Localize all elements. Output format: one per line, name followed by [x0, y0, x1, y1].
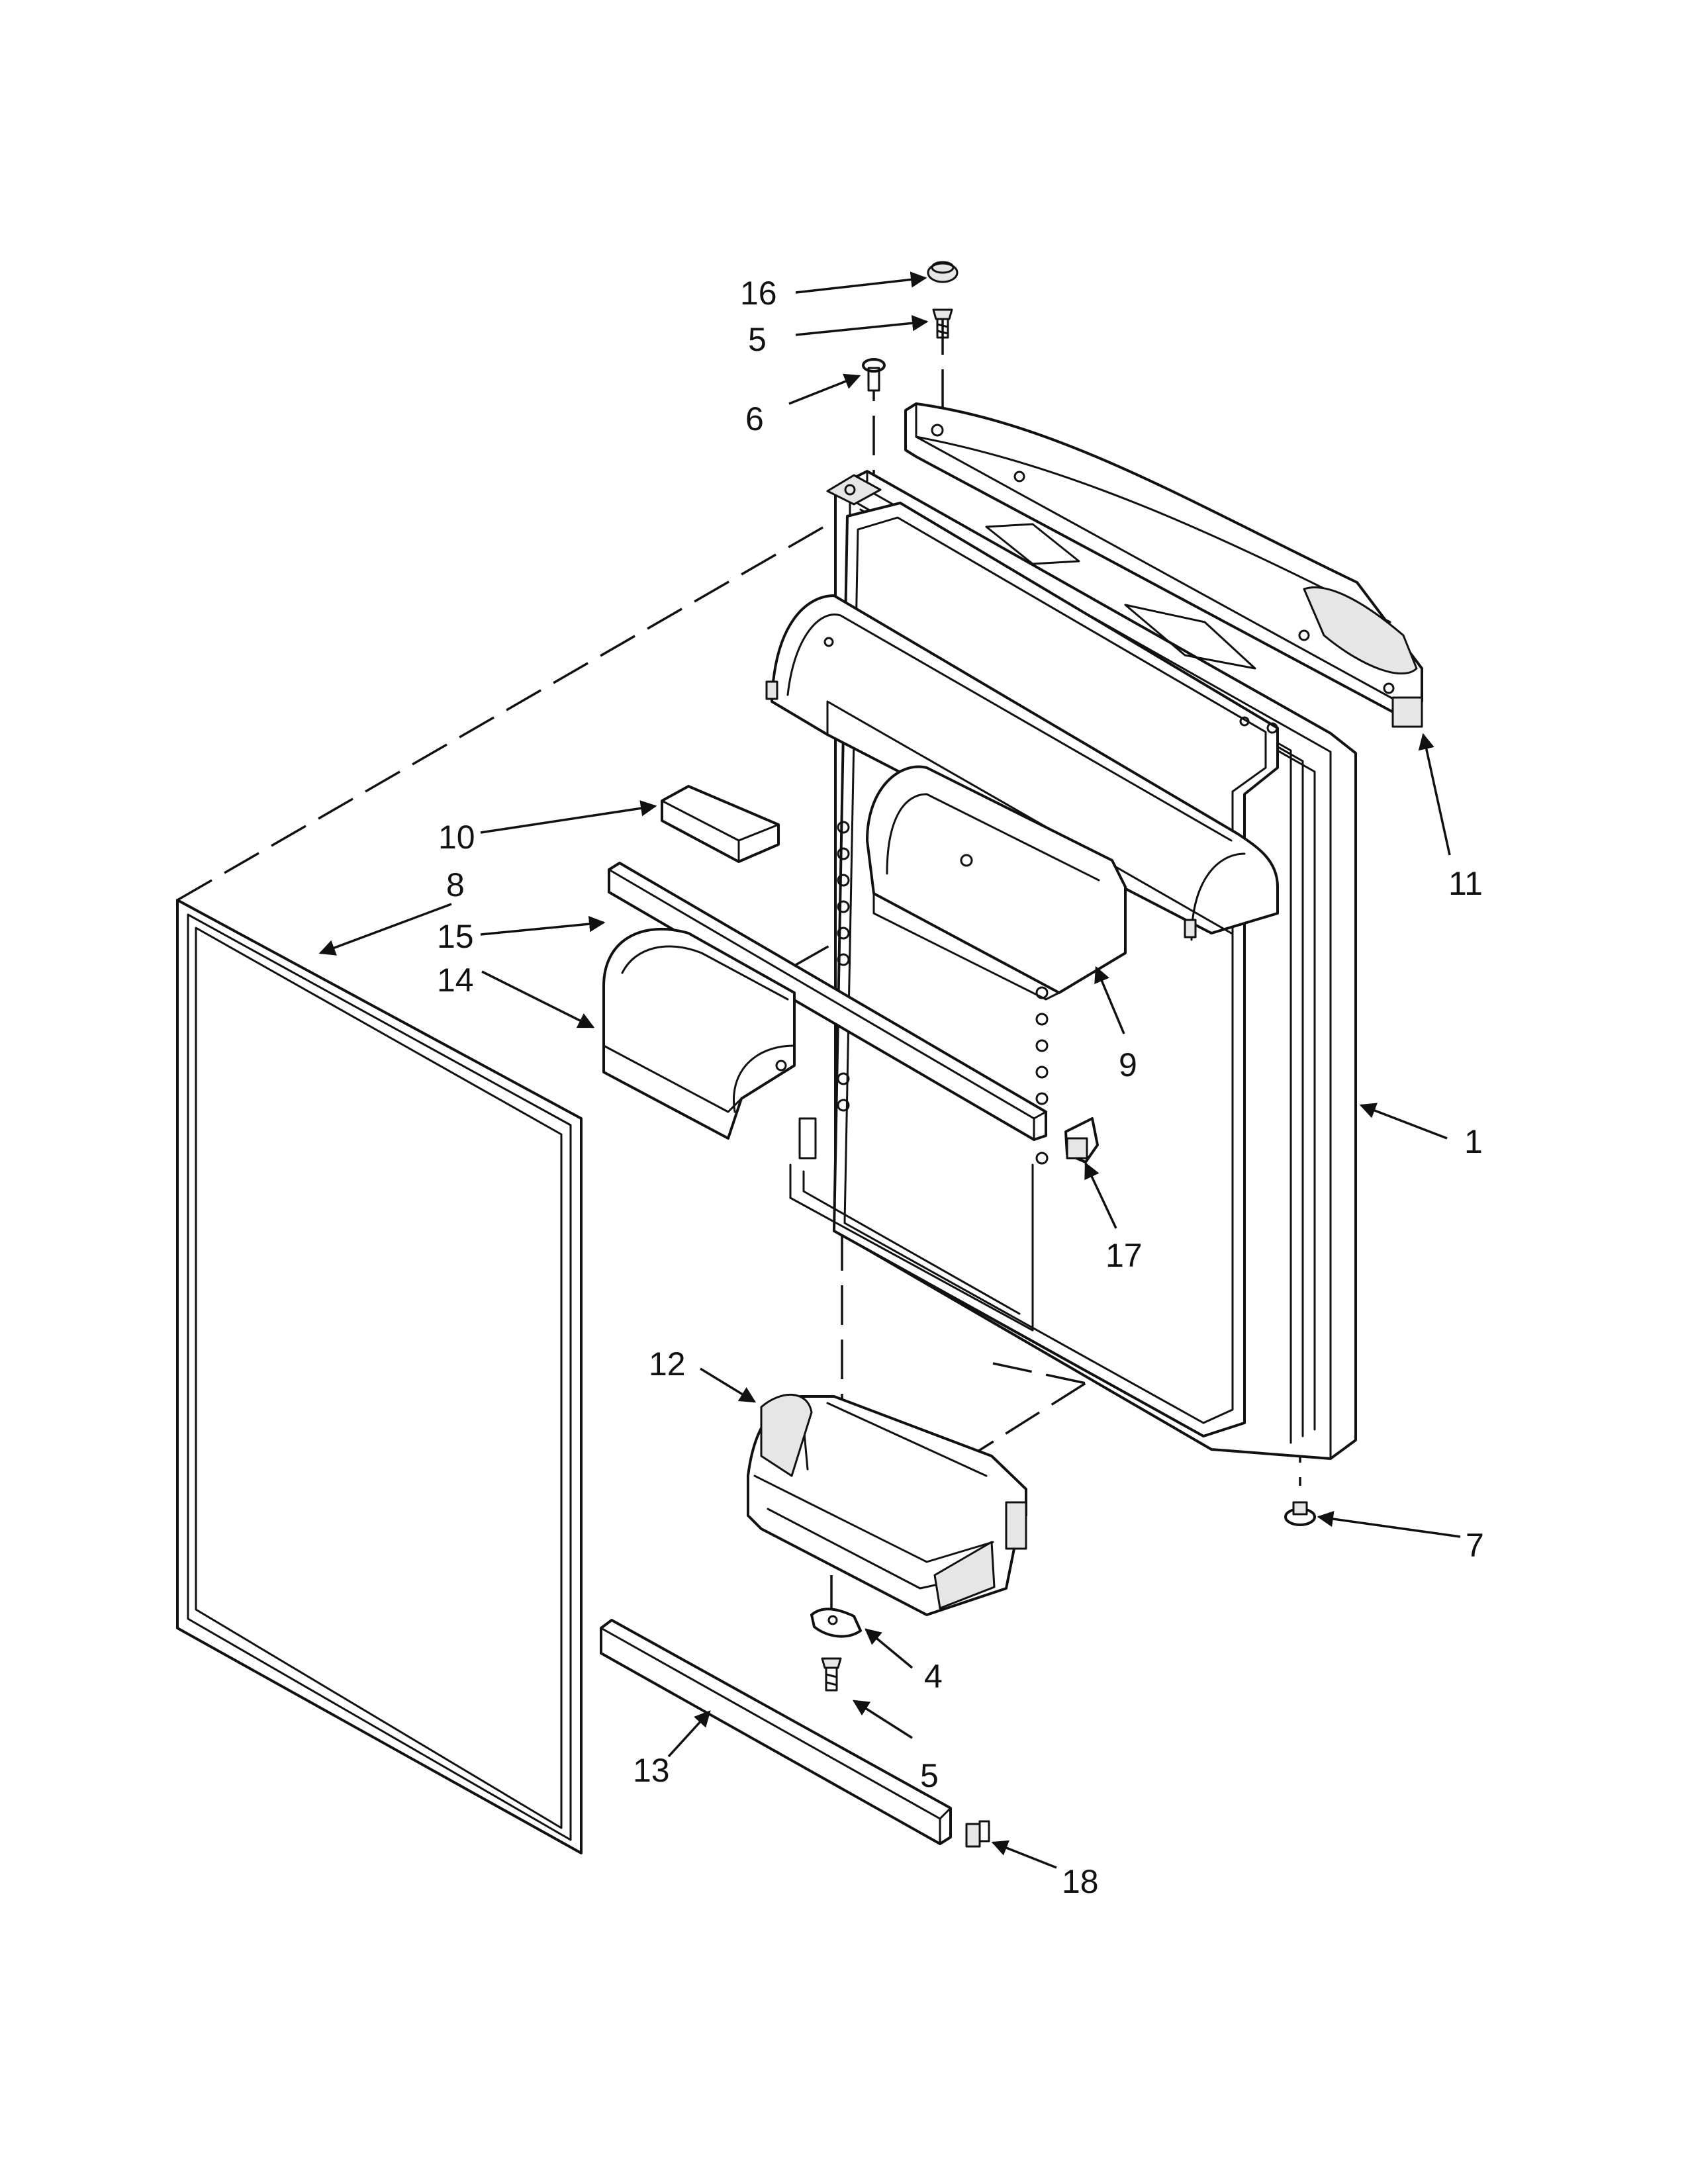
butter-tray [661, 785, 780, 863]
door-gasket [176, 899, 583, 1854]
callout-5-bottom: 5 [920, 1757, 939, 1794]
door-rail-bar [608, 862, 1047, 1141]
callout-18: 18 [1062, 1863, 1099, 1900]
callout-5-top: 5 [748, 321, 767, 358]
callout-14: 14 [437, 962, 474, 999]
hinge-pin-part-6 [862, 358, 886, 392]
callout-12: 12 [649, 1345, 686, 1383]
bottom-door-rail [600, 1619, 952, 1845]
door-cap [904, 402, 1423, 728]
callout-15: 15 [437, 918, 474, 955]
callout-1: 1 [1464, 1123, 1483, 1160]
callout-7: 7 [1466, 1527, 1484, 1564]
screw-bottom-part-5 [821, 1657, 842, 1692]
cap-plug-part-16 [927, 261, 959, 283]
lower-door-bin [747, 1393, 1027, 1616]
dairy-compartment [602, 927, 796, 1140]
screw-top-part-5 [932, 308, 953, 339]
callout-labels: 16 5 6 11 10 8 15 14 9 1 17 12 7 4 13 5 … [437, 275, 1484, 1900]
shelf-clip [1064, 1117, 1099, 1163]
callout-8: 8 [446, 866, 465, 903]
small-door-bin [866, 765, 1127, 1001]
callout-11: 11 [1448, 865, 1483, 902]
callout-13: 13 [633, 1752, 670, 1789]
callout-4: 4 [924, 1658, 943, 1695]
end-cap-part-18 [965, 1820, 990, 1848]
callout-6: 6 [745, 400, 764, 437]
leader-lines [318, 271, 1461, 1869]
foot-part-7 [1284, 1501, 1316, 1526]
callout-10: 10 [438, 819, 475, 856]
bracket-part-4 [810, 1608, 862, 1638]
callout-17: 17 [1105, 1237, 1143, 1274]
callout-16: 16 [740, 275, 777, 312]
callout-9: 9 [1119, 1046, 1137, 1083]
